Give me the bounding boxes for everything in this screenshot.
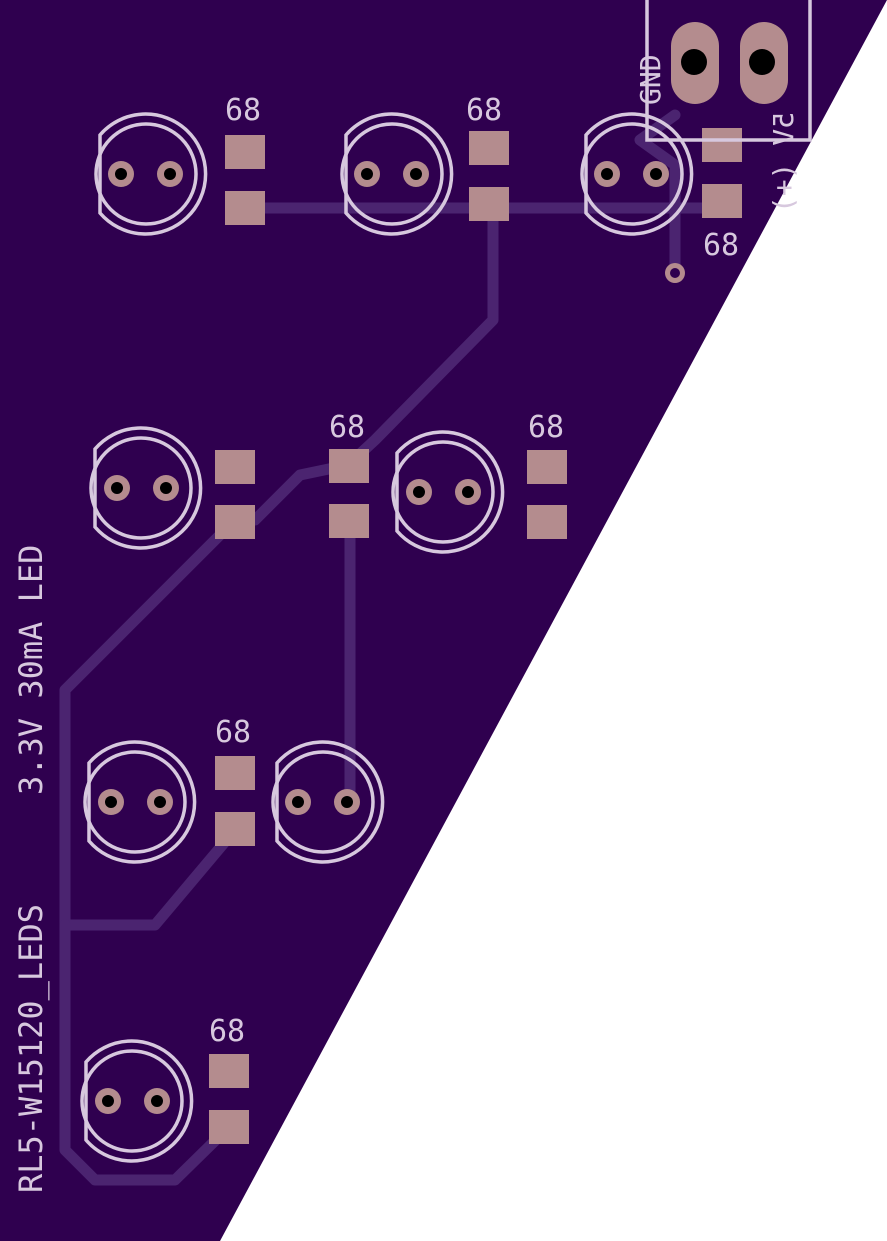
led-d2: [340, 112, 454, 236]
board-name-label: RL5-W15120_LEDS: [12, 904, 50, 1193]
resistor-r5: [329, 449, 369, 538]
led-d5: [391, 430, 505, 554]
resistor-r2: [469, 131, 509, 221]
r5-value: 68: [329, 410, 365, 445]
resistor-r3: [702, 128, 742, 218]
resistor-r8: [209, 1054, 249, 1144]
led-d8: [80, 1039, 194, 1163]
resistor-r7: [215, 756, 255, 846]
led-spec-label: 3.3V 30mA LED: [12, 545, 50, 795]
led-d6: [83, 740, 197, 864]
r7-value: 68: [215, 715, 251, 750]
r2-value: 68: [466, 93, 502, 128]
r3-value: 68: [703, 228, 739, 263]
led-d3: [580, 112, 694, 236]
led-d7: [271, 740, 385, 864]
resistor-r1: [225, 135, 265, 225]
r6-value: 68: [528, 410, 564, 445]
connector-5v-label: 5V (+): [767, 112, 800, 213]
via: [665, 263, 685, 283]
led-d1: [94, 112, 208, 236]
power-connector: [645, 0, 812, 142]
led-d4: [89, 426, 203, 550]
resistor-r4: [215, 450, 255, 539]
resistor-r6: [527, 450, 567, 539]
r1-value: 68: [225, 93, 261, 128]
connector-gnd-label: GND: [634, 54, 667, 105]
resistor-value-labels: 68 68 68 68 68 68 68: [209, 93, 739, 1049]
r8-value: 68: [209, 1014, 245, 1049]
